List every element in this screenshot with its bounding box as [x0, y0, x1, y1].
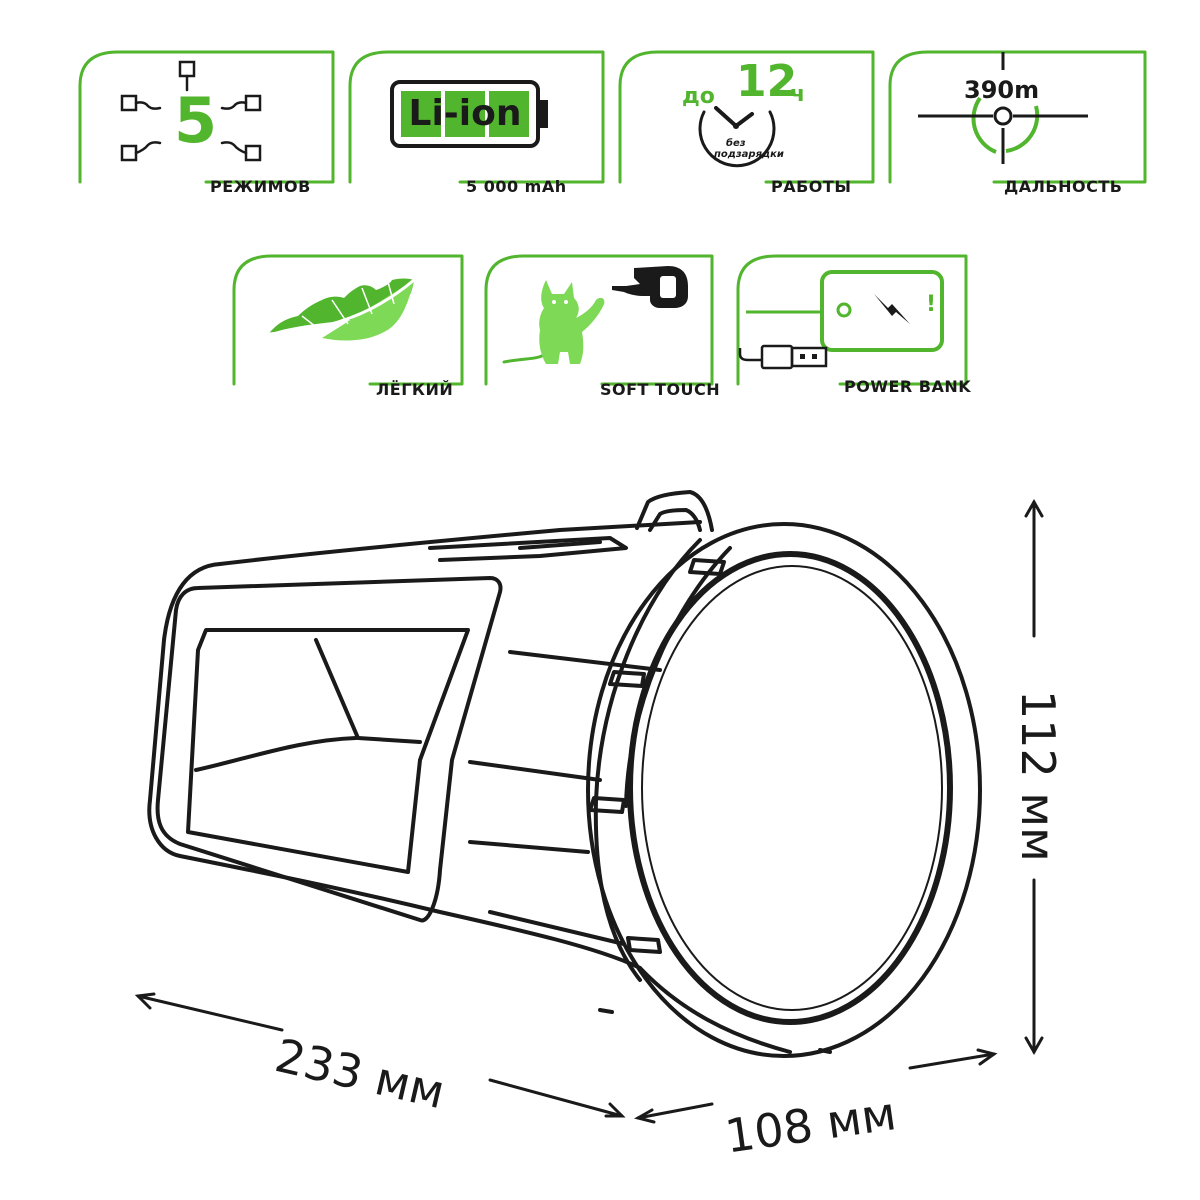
runtime-hours: 12	[736, 56, 798, 107]
handle-window-outer	[155, 576, 503, 923]
body-top-edge	[218, 520, 702, 566]
length-arrow-left	[136, 994, 284, 1032]
lanyard-loop	[635, 490, 714, 532]
bezel-tab	[626, 936, 662, 954]
bezel-outer-ring	[586, 522, 982, 1058]
width-arrow-left	[636, 1102, 714, 1120]
length-arrow-right	[488, 1078, 624, 1118]
battery-icon	[390, 80, 548, 148]
battery-type: Li-ion	[408, 93, 522, 134]
feature-card-runtime: до 12 ч без подзарядки РАБОТЫ	[618, 46, 878, 196]
card-frame	[232, 254, 464, 386]
runtime-note-line1: без	[726, 138, 746, 149]
power-bank-caption: POWER BANK	[844, 377, 972, 396]
battery-caption: 5 000 mAh	[466, 177, 567, 196]
feature-card-light: ЛЁГКИЙ	[232, 250, 472, 400]
card-frame	[888, 50, 1147, 184]
kitten-icon	[502, 280, 605, 364]
handle-window-inner	[186, 628, 470, 874]
usb-cable-icon	[738, 344, 828, 370]
card-frame	[78, 50, 335, 184]
card-frame	[618, 50, 875, 184]
feature-card-battery: Li-ion 5 000 mAh	[348, 46, 608, 196]
feature-card-range: 390m ДАЛЬНОСТЬ	[888, 46, 1150, 196]
bezel-tab	[608, 670, 646, 688]
feature-card-modes: 5 РЕЖИМОВ	[78, 46, 338, 196]
range-caption: ДАЛЬНОСТЬ	[1004, 177, 1123, 196]
runtime-prefix: до	[682, 84, 715, 109]
phone-charging-icon	[746, 270, 944, 352]
flashlight-drawing	[134, 490, 1044, 1124]
runtime-caption: РАБОТЫ	[771, 177, 852, 196]
body-outline	[147, 562, 642, 970]
modes-caption: РЕЖИМОВ	[210, 177, 311, 196]
modes-count: 5	[174, 84, 218, 157]
height-dimension-label: 112 мм	[1011, 690, 1065, 862]
width-arrow-right	[908, 1052, 996, 1070]
card-frame	[484, 254, 714, 386]
card-frame	[736, 254, 968, 386]
feature-card-power-bank: ! POWER BANK	[736, 250, 976, 400]
lens-ring	[627, 551, 953, 1025]
feature-card-soft-touch: SOFT TOUCH	[484, 250, 722, 400]
power-bank-mark: !	[926, 292, 937, 317]
lens	[641, 565, 943, 1011]
feather-icon	[267, 278, 415, 341]
range-distance: 390m	[964, 76, 1040, 104]
card-frame	[348, 50, 605, 184]
mode-nodes-icon	[120, 60, 262, 162]
pointing-hand-icon	[612, 266, 688, 308]
light-caption: ЛЁГКИЙ	[376, 380, 454, 399]
bezel-tab	[688, 558, 726, 576]
soft-touch-caption: SOFT TOUCH	[600, 380, 721, 399]
bezel-tab	[588, 796, 626, 814]
crosshair-icon	[918, 52, 1088, 164]
runtime-note-line2: подзарядки	[714, 149, 784, 160]
clock-icon	[698, 106, 776, 168]
runtime-unit: ч	[790, 82, 806, 107]
